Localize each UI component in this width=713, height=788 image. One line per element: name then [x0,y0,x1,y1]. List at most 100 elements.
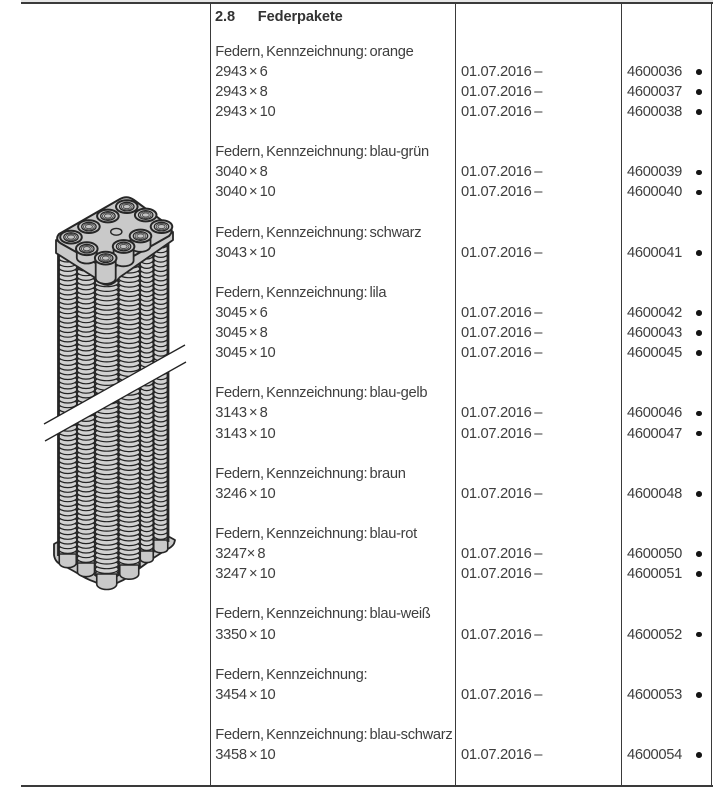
article-number-cell: 4600053 [621,685,712,705]
availability-date: 01.07.2016 – [460,546,543,563]
spring-column-1 [57,248,78,559]
spring-column-3 [94,263,120,579]
size-text: 3045 × 10 [215,345,276,362]
availability-date [455,645,621,665]
article-number-cell [621,584,712,604]
article-number: 4600048 [626,485,683,502]
availability-bullet [695,189,702,196]
availability-date [455,604,621,624]
availability-date: 01.07.2016 – [460,566,543,583]
availability-bullet [695,551,702,557]
availability-bullet [695,571,702,578]
availability-date: 01.07.2016 – [460,305,543,322]
availability-date [455,283,621,303]
availability-date: 01.07.2016 – [460,325,543,342]
article-number-cell [621,665,712,685]
spacer-row [210,645,712,665]
article-number: 4600045 [626,345,683,362]
availability-date [455,524,621,544]
group-label-text: Federn, Kennzeichnung: blau-schwarz [215,726,453,743]
article-number: 4600036 [626,63,683,80]
size-text [210,363,455,383]
size-text: 3246 × 10 [215,485,276,502]
spacer-row [210,363,712,383]
article-number: 4600037 [626,83,683,100]
group-label: Federn, Kennzeichnung: blau-weiß [210,604,712,624]
article-number-cell [621,142,712,162]
size-text [210,504,455,524]
spring-column-2 [76,257,96,568]
availability-bullet [695,249,702,256]
group-label: Federn, Kennzeichnung: orange [210,42,712,62]
article-number: 4600046 [626,405,683,422]
group-label: Federn, Kennzeichnung: schwarz [210,223,712,243]
availability-date [455,665,621,685]
availability-date: 01.07.2016 – [460,104,543,121]
spacer-row [210,584,712,604]
column-rule-3 [620,2,623,786]
size-text: 3247× 8 [215,546,266,563]
article-number-cell [621,203,712,223]
availability-bullet [695,631,702,638]
spacer-row [210,122,712,142]
column-rule-1 [209,2,211,786]
size-text: 3143 × 10 [215,425,276,442]
article-number: 4600054 [626,747,683,764]
article-number: 4600042 [626,305,683,322]
part-row: 3045 × 10 01.07.2016 – 4600045 [210,343,712,363]
group-label-text: Federn, Kennzeichnung: [215,666,368,683]
article-number-cell: 4600045 [621,343,712,363]
size-text [210,584,455,604]
availability-date [455,725,621,745]
size-text: 2943 × 10 [215,104,276,121]
group-label-text: Federn, Kennzeichnung: blau-rot [215,526,417,543]
size-text: 3045 × 8 [215,325,268,342]
spring-feet [58,539,169,591]
table-right-rule [710,2,712,786]
availability-date [455,223,621,243]
article-number: 4600052 [626,626,683,643]
group-label: Federn, Kennzeichnung: [210,665,712,685]
availability-bullet [695,410,702,417]
size-text: 3043 × 10 [215,244,276,261]
article-number-cell [621,383,712,403]
availability-date [455,122,621,142]
article-number-cell [621,504,712,524]
article-number: 4600039 [626,164,683,181]
availability-date: 01.07.2016 – [460,345,543,362]
spacer-row [210,504,712,524]
availability-date [455,42,621,62]
article-number: 4600053 [626,686,683,703]
availability-date [455,203,621,223]
article-number-cell [621,122,712,142]
article-number-cell: 4600043 [621,323,712,343]
article-number-cell: 4600054 [621,745,712,765]
availability-bullet [695,109,702,115]
top-gray-strip [21,0,713,2]
availability-date [455,444,621,464]
spacer-row [210,705,712,725]
article-number-cell [621,524,712,544]
group-label: Federn, Kennzeichnung: blau-gelb [210,383,712,403]
size-text [210,645,455,665]
article-number-cell [621,283,712,303]
section-header: 2.8 Federpakete [215,10,343,25]
size-text [210,705,455,725]
size-text: 3247 × 10 [215,566,276,583]
availability-date: 01.07.2016 – [460,184,543,201]
availability-bullet [695,350,702,356]
availability-bullet [695,691,702,698]
size-text: 3143 × 8 [215,405,268,422]
availability-bullet [695,430,702,437]
group-label: Federn, Kennzeichnung: blau-grün [210,142,712,162]
